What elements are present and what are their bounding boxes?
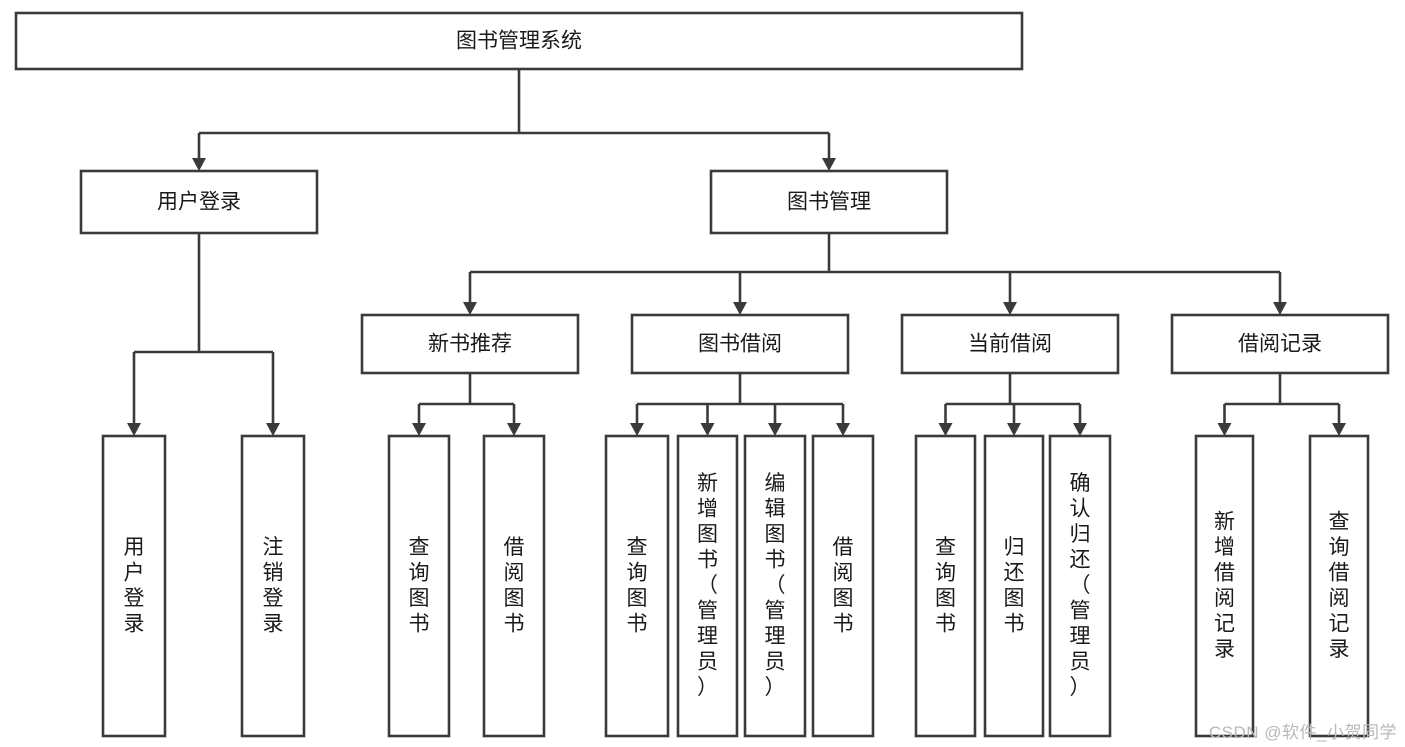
node-leaf-query-record[interactable]: 查询借阅记录 (1308, 434, 1370, 738)
arrow-head-icon (127, 423, 141, 436)
node-leaf-query-book-cur[interactable]: 查询图书 (914, 434, 977, 738)
arrow-head-icon (630, 423, 644, 436)
arrow-head-icon (1003, 302, 1017, 315)
node-label: 确认归还（管理员） (1070, 472, 1091, 699)
node-new-book-rec[interactable]: 新书推荐 (360, 313, 580, 375)
edge-group-new-book-rec (412, 373, 521, 436)
node-layer: 图书管理系统用户登录图书管理新书推荐图书借阅当前借阅借阅记录用户登录注销登录查询… (14, 11, 1390, 738)
node-root-图书管理系统[interactable]: 图书管理系统 (14, 11, 1024, 71)
node-leaf-add-record[interactable]: 新增借阅记录 (1194, 434, 1255, 738)
arrow-head-icon (700, 423, 715, 436)
edge-group-user-login (127, 233, 280, 436)
node-label: 图书管理 (787, 191, 871, 214)
arrow-head-icon (412, 423, 426, 436)
arrow-head-icon (192, 158, 206, 171)
node-label: 编辑图书（管理员） (765, 472, 786, 699)
connector-layer (127, 69, 1346, 436)
edge-group-book-admin (463, 233, 1287, 315)
node-leaf-borrow-book[interactable]: 借阅图书 (811, 434, 875, 738)
node-leaf-borrow-book-rec[interactable]: 借阅图书 (482, 434, 546, 738)
node-label: 归还图书 (1004, 536, 1025, 636)
arrow-head-icon (463, 302, 477, 315)
node-label: 图书管理系统 (456, 30, 582, 53)
edge-group-book-borrow (630, 373, 850, 436)
node-label: 查询借阅记录 (1329, 510, 1350, 661)
node-label: 注销登录 (263, 536, 284, 636)
node-label: 新增借阅记录 (1214, 510, 1235, 661)
node-label: 借阅记录 (1238, 333, 1322, 356)
node-current-borrow[interactable]: 当前借阅 (900, 313, 1120, 375)
arrow-head-icon (1332, 423, 1346, 436)
node-label: 查询图书 (627, 536, 648, 636)
arrow-head-icon (733, 302, 747, 315)
node-label: 用户登录 (124, 536, 145, 636)
node-label: 当前借阅 (968, 333, 1052, 356)
arrow-head-icon (1007, 423, 1021, 436)
node-label: 查询图书 (935, 536, 956, 636)
node-leaf-return-book[interactable]: 归还图书 (983, 434, 1045, 738)
node-label: 用户登录 (157, 191, 241, 214)
arrow-head-icon (266, 423, 280, 436)
node-user-login[interactable]: 用户登录 (79, 169, 319, 235)
arrow-head-icon (822, 158, 836, 171)
arrow-head-icon (507, 423, 521, 436)
node-leaf-query-book-rec[interactable]: 查询图书 (387, 434, 451, 738)
arrow-head-icon (938, 423, 953, 436)
arrow-head-icon (1273, 302, 1287, 315)
node-leaf-add-book[interactable]: 新增图书（管理员） (676, 434, 739, 738)
node-label: 图书借阅 (698, 333, 782, 356)
node-book-borrow[interactable]: 图书借阅 (630, 313, 850, 375)
edge-group-root (192, 69, 836, 171)
edge-group-current-borrow (938, 373, 1087, 436)
node-label: 新增图书（管理员） (697, 472, 718, 699)
node-label: 借阅图书 (504, 536, 525, 636)
node-leaf-edit-book[interactable]: 编辑图书（管理员） (743, 434, 807, 738)
node-borrow-record[interactable]: 借阅记录 (1170, 313, 1390, 375)
node-label: 新书推荐 (428, 333, 512, 356)
node-leaf-confirm-return[interactable]: 确认归还（管理员） (1048, 434, 1112, 738)
arrow-head-icon (1217, 423, 1232, 436)
node-leaf-user-logout[interactable]: 注销登录 (240, 434, 306, 738)
node-leaf-query-book-borrow[interactable]: 查询图书 (604, 434, 670, 738)
node-label: 查询图书 (409, 536, 430, 636)
arrow-head-icon (768, 423, 782, 436)
node-leaf-user-login[interactable]: 用户登录 (101, 434, 167, 738)
arrow-head-icon (836, 423, 850, 436)
node-book-admin[interactable]: 图书管理 (709, 169, 949, 235)
edge-group-borrow-record (1217, 373, 1346, 436)
arrow-head-icon (1073, 423, 1087, 436)
node-label: 借阅图书 (833, 536, 854, 636)
watermark-label: CSDN @软件_小贺同学 (1208, 723, 1397, 742)
